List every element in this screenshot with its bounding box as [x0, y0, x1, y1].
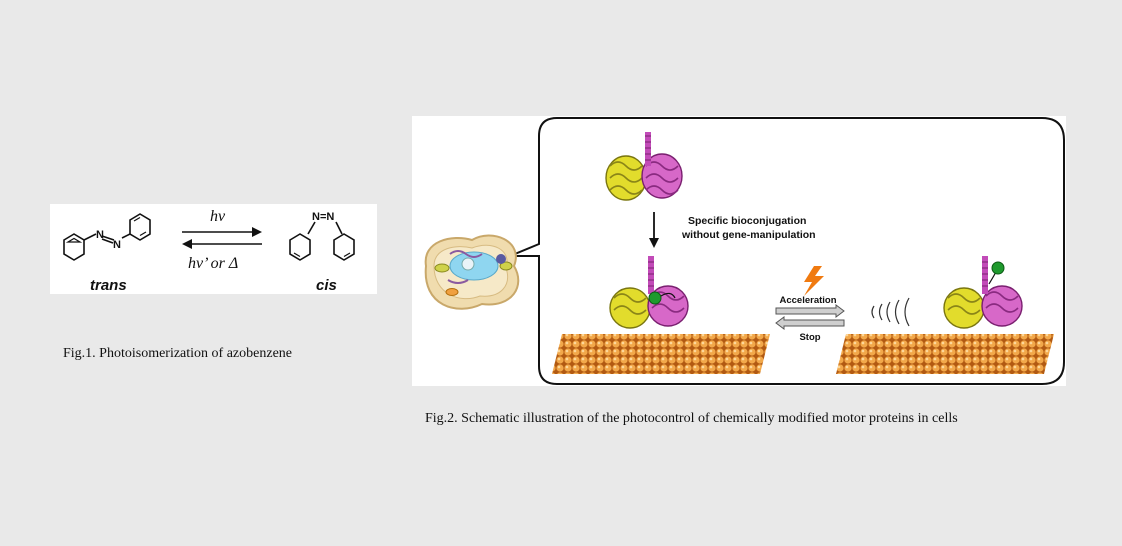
- bioconjugation-line-1: Specific bioconjugation: [688, 215, 806, 227]
- cell-illustration: [424, 234, 520, 310]
- ligand-released: [991, 261, 1005, 275]
- label-trans: trans: [90, 277, 127, 294]
- trans-n1: N: [96, 229, 104, 241]
- figure-1-caption: Fig.1. Photoisomerization of azobenzene: [63, 346, 292, 361]
- motion-arcs-icon: [871, 297, 910, 327]
- trans-n2: N: [113, 239, 121, 251]
- trans-azobenzene: [63, 213, 151, 261]
- bioconjugation-line-2: without gene-manipulation: [681, 229, 816, 241]
- acceleration-label: Acceleration: [779, 295, 836, 306]
- reverse-label: hν’ or Δ: [188, 255, 238, 272]
- stop-label: Stop: [799, 332, 820, 343]
- figure-2-panel: Specific bioconjugation without gene-man…: [412, 116, 1066, 386]
- label-cis: cis: [316, 277, 337, 294]
- cis-azobenzene: [289, 221, 355, 261]
- microtubule-right: [836, 334, 1054, 374]
- switch-arrows: [775, 304, 845, 330]
- protein-bottom-left: [609, 256, 689, 329]
- microtubule-left: [552, 334, 770, 374]
- cis-n-n: N=N: [312, 211, 334, 223]
- motor-protein-schematic: Specific bioconjugation without gene-man…: [424, 117, 1065, 385]
- figure-2-caption: Fig.2. Schematic illustration of the pho…: [425, 411, 958, 426]
- focus-point-icon: [496, 254, 506, 264]
- protein-bottom-right: [943, 256, 1023, 329]
- cis-ring-left: [289, 233, 311, 261]
- figure-1-panel: N N trans hν hν’ or Δ N=N cis: [50, 204, 377, 294]
- protein-top: [605, 132, 683, 201]
- azobenzene-scheme: N N trans hν hν’ or Δ N=N cis: [63, 208, 355, 294]
- light-icon: [804, 266, 824, 296]
- trans-ring-left: [63, 233, 85, 261]
- down-arrow: [649, 212, 659, 248]
- forward-label: hν: [210, 208, 226, 225]
- cis-ring-right: [333, 233, 355, 261]
- equilibrium-arrows: [182, 227, 262, 249]
- ligand-bound: [648, 291, 662, 305]
